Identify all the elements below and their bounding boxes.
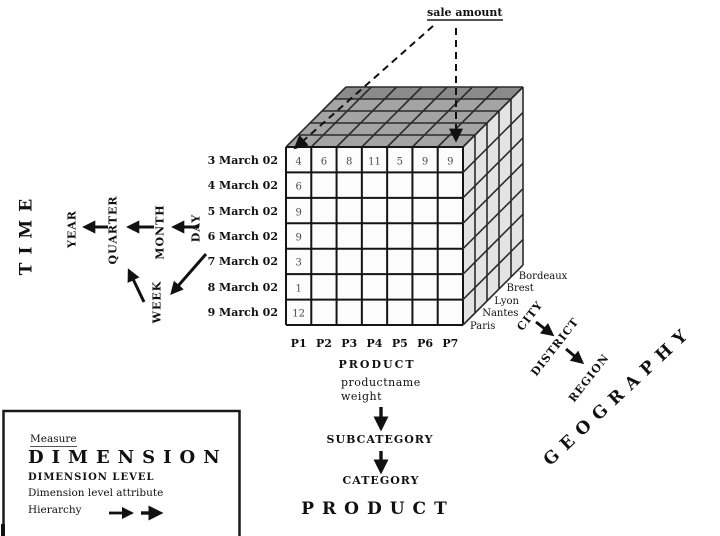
date-label: 3 March 02 [207, 153, 278, 167]
product-member-label: P4 [366, 337, 383, 350]
legend-dimension-level-label: DIMENSION LEVEL [28, 472, 155, 483]
date-label: 4 March 02 [207, 179, 278, 193]
cube-grid-line [310, 86, 372, 148]
cube-grid-lines [285, 86, 524, 326]
city-label: Nantes [482, 308, 519, 320]
cube-grid-line [462, 162, 524, 224]
arrow-week-to-quarter [127, 268, 146, 303]
cube-value: 5 [396, 156, 403, 168]
date-label: 7 March 02 [207, 255, 278, 269]
date-label: 5 March 02 [207, 204, 278, 218]
legend-measure-label: Measure [30, 433, 77, 447]
product-level-label: PRODUCT [338, 358, 416, 371]
data-cube [285, 86, 524, 326]
legend-dimension-level-attribute-label: Dimension level attribute [28, 487, 164, 499]
date-label: 8 March 02 [207, 280, 278, 294]
cube-top-face [286, 87, 523, 147]
cube-value: 9 [447, 156, 454, 168]
product-dimension-label: PRODUCT [301, 499, 455, 519]
time-level-year: YEAR [65, 210, 79, 248]
cube-grid-line [462, 239, 524, 301]
cube-grid-line [361, 86, 423, 148]
measure-arrows [293, 25, 463, 150]
product-level-subcategory: SUBCATEGORY [326, 433, 434, 446]
cube-value: 9 [421, 156, 429, 168]
cube-value: 6 [320, 156, 328, 168]
cube-top-back-band [334, 87, 523, 99]
city-label: Bordeaux [518, 270, 568, 282]
date-label: 9 March 02 [207, 306, 278, 320]
time-level-month: MONTH [153, 204, 167, 260]
product-member-label: P7 [442, 337, 459, 350]
legend-dimension-label: DIMENSION [28, 447, 228, 468]
cube-right-face [463, 87, 523, 325]
city-label: Brest [506, 283, 534, 295]
cube-value: 9 [295, 232, 302, 244]
product-attribute-productname: productname [341, 376, 421, 389]
city-label: Paris [470, 320, 496, 332]
cube-grid-line [336, 86, 398, 148]
cube-value: 8 [346, 156, 353, 168]
date-label: 6 March 02 [207, 230, 278, 243]
measure-arrow-to-corner-cell [293, 25, 434, 150]
time-level-week: WEEK [150, 280, 164, 324]
arrow-city-to-district [535, 320, 555, 337]
measure-label: sale amount [427, 6, 503, 21]
cube-value: 4 [295, 156, 302, 168]
cube-value: 6 [295, 181, 302, 193]
cube-grid-line [462, 86, 524, 148]
arrow-district-to-region [565, 347, 585, 365]
cube-value: 11 [368, 156, 381, 168]
hierarchy-arrows [82, 220, 585, 521]
legend-hierarchy-label: Hierarchy [28, 504, 82, 516]
product-member-label: P1 [290, 337, 307, 350]
cube-grid-line [462, 137, 524, 199]
city-label: Lyon [494, 295, 519, 307]
product-member-label: P3 [341, 337, 358, 350]
product-member-label: P5 [391, 337, 408, 350]
product-member-label: P2 [315, 337, 332, 350]
cube-grid-line [462, 188, 524, 250]
arrow-day-to-week [170, 253, 208, 295]
cube-grid-line [462, 213, 524, 275]
product-level-category: CATEGORY [342, 474, 420, 487]
cube-grid-line [462, 264, 524, 326]
product-member-label: P6 [417, 337, 434, 350]
time-level-quarter: QUARTER [106, 195, 120, 265]
cube-value: 12 [292, 308, 306, 320]
cube-value: 1 [295, 283, 302, 295]
cube-grid-line [386, 86, 448, 148]
cube-front-face [286, 147, 463, 325]
cube-value: 9 [295, 207, 302, 219]
cube-grid-line [437, 86, 499, 148]
legend-box [2, 409, 241, 536]
time-dimension-label: TIME [16, 190, 37, 276]
cube-value: 3 [295, 257, 302, 269]
cube-grid-line [411, 86, 473, 148]
product-attribute-weight: weight [341, 390, 382, 403]
cut-off-character-artifact [1, 524, 5, 536]
cube-grid-line [462, 111, 524, 173]
